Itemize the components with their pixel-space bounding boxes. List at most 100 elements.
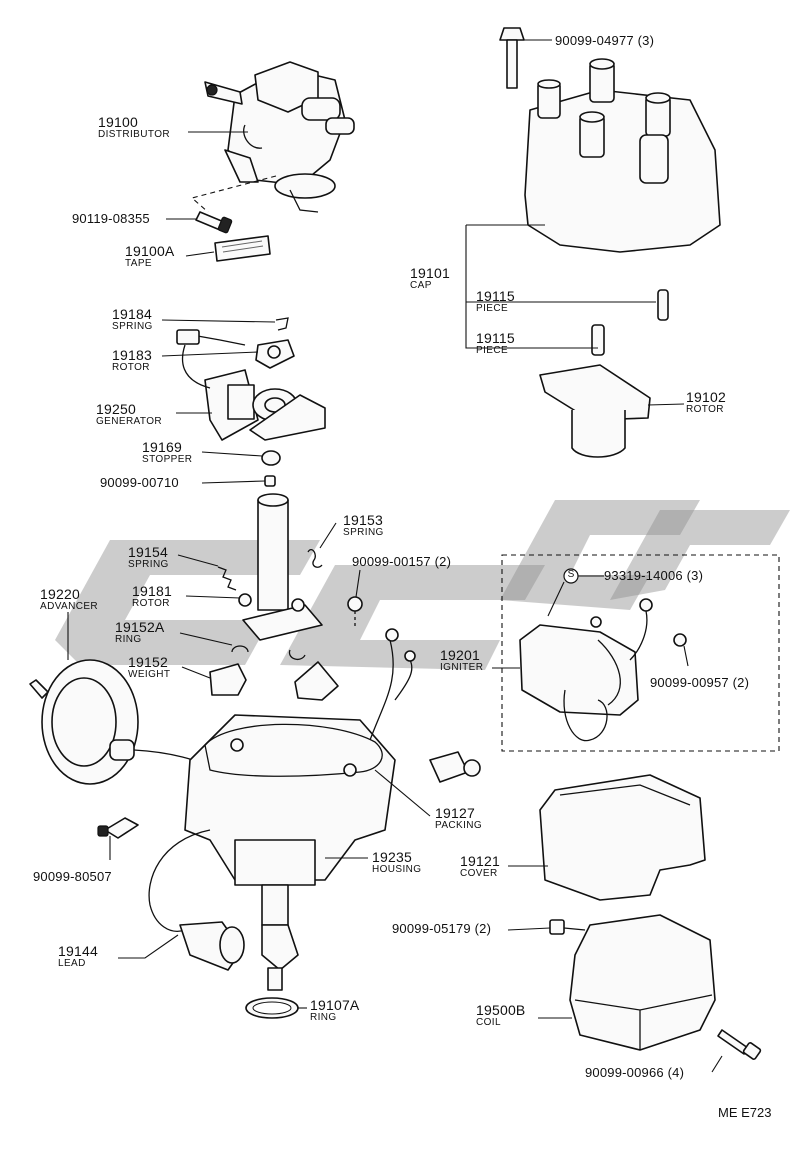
label-19184-name: SPRING — [112, 321, 153, 332]
label-19250: 19250 GENERATOR — [96, 402, 162, 427]
packing-wire-icon — [369, 628, 481, 783]
label-19500b: 19500B COIL — [476, 1003, 525, 1028]
ring-19152a-icon — [231, 645, 306, 661]
label-90099-00157: 90099-00157 (2) — [352, 555, 451, 568]
label-19100a: 19100A TAPE — [125, 244, 174, 269]
screw-90119-08355-icon — [195, 211, 233, 234]
label-19102-num: 19102 — [686, 389, 726, 405]
label-19201: 19201 IGNITER — [440, 648, 483, 673]
label-19115-lower-num: 19115 — [476, 330, 515, 346]
screw-90099-00966-icon — [717, 1029, 762, 1060]
label-90099-05179: 90099-05179 (2) — [392, 922, 491, 935]
label-90099-04977: 90099-04977 (3) — [555, 34, 654, 47]
label-19235-num: 19235 — [372, 849, 412, 865]
label-19500b-name: COIL — [476, 1017, 501, 1028]
label-19152a-num: 19152A — [115, 619, 165, 635]
label-90099-00710: 90099-00710 — [100, 476, 179, 489]
label-19153: 19153 SPRING — [343, 513, 384, 538]
coil-icon — [569, 914, 716, 1051]
stopper-icon — [261, 450, 281, 466]
label-19121-num: 19121 — [460, 853, 500, 869]
label-19154-num: 19154 — [128, 544, 168, 560]
label-19101-name: CAP — [410, 280, 432, 291]
label-19144: 19144 LEAD — [58, 944, 98, 969]
label-19107a-name: RING — [310, 1012, 337, 1023]
label-90099-00966: 90099-00966 (4) — [585, 1066, 684, 1079]
label-19235: 19235 HOUSING — [372, 850, 421, 875]
label-19115-upper: 19115 PIECE — [476, 289, 515, 314]
label-19181-name: ROTOR — [132, 598, 170, 609]
weight-icon — [209, 661, 339, 701]
label-19184-num: 19184 — [112, 306, 152, 322]
label-19152-num: 19152 — [128, 654, 168, 670]
label-90099-00966-num: 90099-00966 (4) — [585, 1065, 685, 1080]
label-19121: 19121 COVER — [460, 854, 500, 879]
label-19183-num: 19183 — [112, 347, 152, 363]
label-90099-80507: 90099-80507 — [33, 870, 112, 883]
label-19250-num: 19250 — [96, 401, 136, 417]
screw-90099-04977-icon — [499, 27, 525, 89]
label-19153-name: SPRING — [343, 527, 384, 538]
label-19100-name: DISTRIBUTOR — [98, 129, 170, 140]
label-19154: 19154 SPRING — [128, 545, 169, 570]
label-90099-04977-num: 90099-04977 (3) — [555, 33, 655, 48]
cover-icon — [539, 774, 706, 901]
distributor-cap-icon — [524, 58, 721, 253]
spring-19153-icon — [307, 548, 323, 568]
label-90119-08355: 90119-08355 — [72, 212, 150, 225]
label-19169: 19169 STOPPER — [142, 440, 192, 465]
label-19220-name: ADVANCER — [40, 601, 99, 612]
screw-90099-05179-icon — [549, 919, 586, 935]
label-19102-name: ROTOR — [686, 404, 724, 415]
label-19144-name: LEAD — [58, 958, 86, 969]
label-19101-num: 19101 — [410, 265, 450, 281]
label-19500b-num: 19500B — [476, 1002, 526, 1018]
lead-icon — [148, 829, 245, 971]
label-19201-name: IGNITER — [440, 662, 484, 673]
label-19107a: 19107A RING — [310, 998, 359, 1023]
o-ring-icon — [245, 997, 299, 1019]
label-19115-lower: 19115 PIECE — [476, 331, 515, 356]
spring-19184-icon — [275, 317, 289, 331]
distributor-assembly — [204, 61, 355, 213]
label-19127-num: 19127 — [435, 805, 475, 821]
housing-icon — [184, 714, 396, 991]
label-19250-name: GENERATOR — [96, 416, 163, 427]
spring-19154-icon — [217, 566, 237, 591]
label-19169-num: 19169 — [142, 439, 182, 455]
shaft-icon — [238, 493, 323, 641]
label-19102: 19102 ROTOR — [686, 390, 726, 415]
igniter-box — [501, 554, 780, 752]
label-93319-14006-num: 93319-14006 (3) — [604, 568, 704, 583]
screw-90099-00157-icon — [347, 596, 363, 628]
label-19127-name: PACKING — [435, 820, 483, 831]
label-90099-00710-num: 90099-00710 — [100, 475, 179, 490]
label-19107a-num: 19107A — [310, 997, 360, 1013]
label-19152-name: WEIGHT — [128, 669, 171, 680]
piece-19115-upper-icon — [657, 289, 669, 321]
rotor-19183-icon — [255, 339, 295, 369]
label-90099-80507-num: 90099-80507 — [33, 869, 112, 884]
label-19235-name: HOUSING — [372, 864, 422, 875]
label-19181-num: 19181 — [132, 583, 172, 599]
label-19169-name: STOPPER — [142, 454, 193, 465]
screw-90099-00710-icon — [264, 475, 276, 487]
label-90099-00957-num: 90099-00957 (2) — [650, 675, 750, 690]
label-19153-num: 19153 — [343, 512, 383, 528]
label-19115-upper-num: 19115 — [476, 288, 515, 304]
label-19220: 19220 ADVANCER — [40, 587, 98, 612]
label-19100: 19100 DISTRIBUTOR — [98, 115, 170, 140]
label-93319-14006: 93319-14006 (3) — [604, 569, 703, 582]
leader-lines — [67, 39, 723, 1073]
label-19115-upper-name: PIECE — [476, 303, 509, 314]
diagram-ref-code: ME E723 — [718, 1105, 772, 1120]
label-19181: 19181 ROTOR — [132, 584, 172, 609]
label-90099-00957: 90099-00957 (2) — [650, 676, 749, 689]
rotor-19102-icon — [539, 364, 651, 458]
igniter-icon — [519, 598, 687, 742]
generator-icon — [176, 329, 326, 441]
label-19115-lower-name: PIECE — [476, 345, 509, 356]
tape-icon — [214, 235, 271, 262]
label-19144-num: 19144 — [58, 943, 98, 959]
